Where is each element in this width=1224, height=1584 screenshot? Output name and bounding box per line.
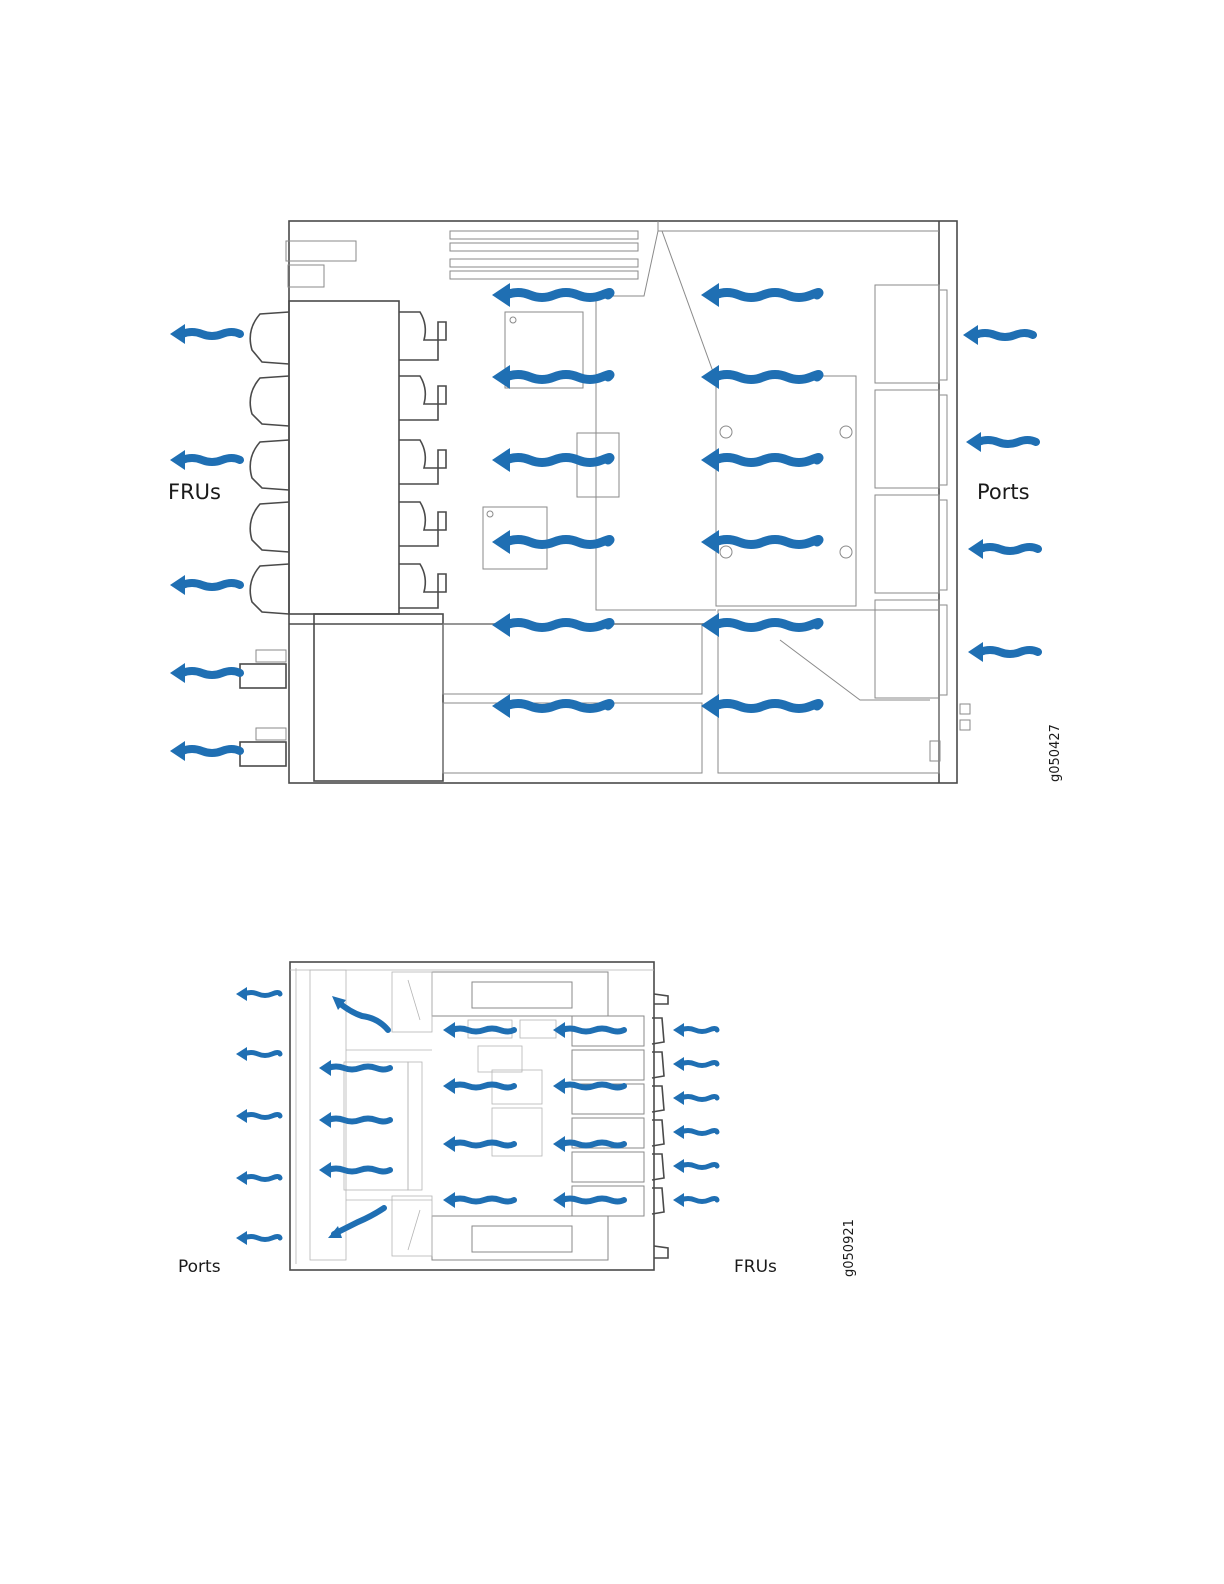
heatsink bbox=[716, 376, 856, 606]
airflow-arrows-2 bbox=[236, 987, 717, 1245]
fru-bay bbox=[289, 301, 399, 614]
power-supply-2 bbox=[443, 703, 702, 773]
label-ports: Ports bbox=[977, 480, 1030, 504]
psu-handles bbox=[240, 650, 286, 766]
fan-handles bbox=[250, 312, 289, 614]
figure-id-2: g050921 bbox=[842, 1219, 857, 1277]
psu-bay-top bbox=[432, 972, 608, 1016]
figure-2: Ports FRUs g050921 bbox=[0, 940, 1224, 1325]
chassis-outline bbox=[289, 221, 957, 783]
power-supply-1 bbox=[443, 624, 702, 694]
label-frus-2: FRUs bbox=[734, 1257, 777, 1277]
label-frus: FRUs bbox=[168, 480, 221, 504]
power-supply-block bbox=[314, 614, 443, 781]
memory-slots bbox=[450, 231, 638, 279]
psu-bay-bottom bbox=[432, 1216, 608, 1260]
port-modules bbox=[875, 285, 947, 698]
airflow-arrows bbox=[170, 283, 1038, 761]
figure-id: g050427 bbox=[1048, 724, 1063, 782]
chassis-diagram-1 bbox=[0, 0, 1224, 820]
label-ports-2: Ports bbox=[178, 1257, 221, 1277]
fan-connectors bbox=[399, 312, 446, 608]
label-box bbox=[286, 241, 356, 261]
figure-1: FRUs Ports g050427 bbox=[0, 0, 1224, 825]
label-box bbox=[288, 265, 324, 287]
